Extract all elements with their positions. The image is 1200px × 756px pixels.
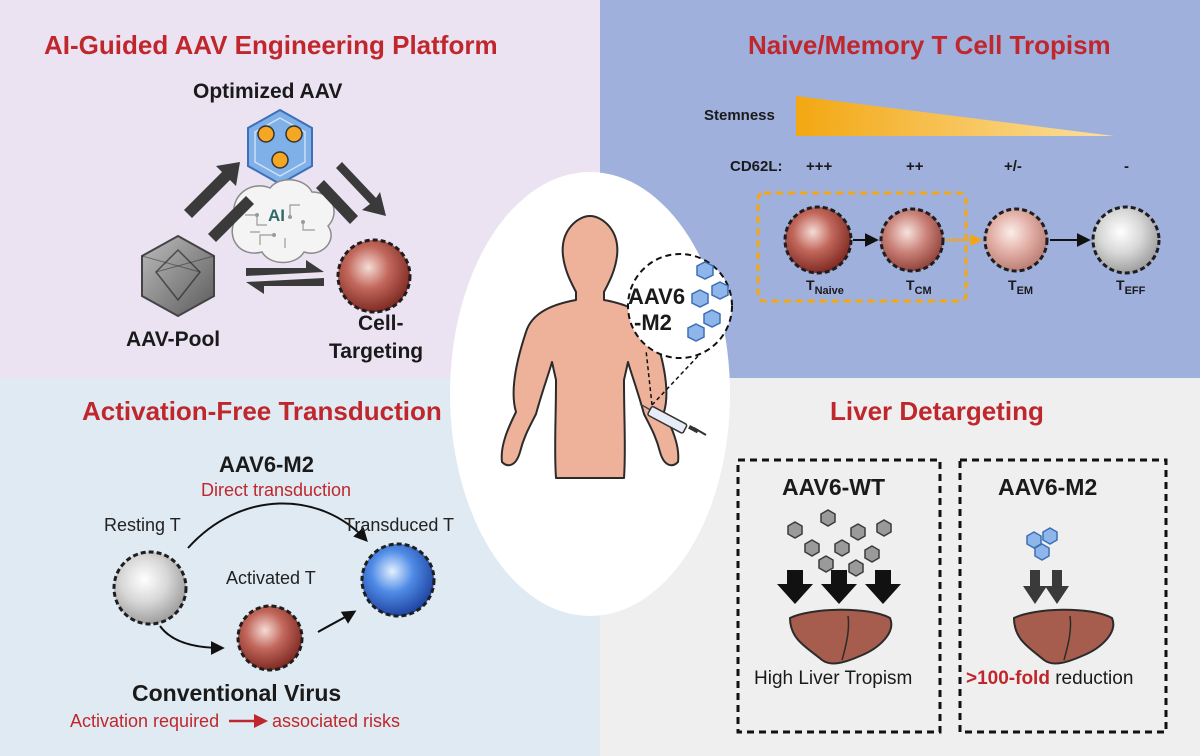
ai-brain-icon	[231, 179, 335, 264]
optimized-to-targeting-arrows	[316, 162, 386, 224]
cell-targeting-label-1: Cell-	[358, 312, 404, 335]
optimized-aav-icon	[247, 108, 313, 186]
activated-t-label: Activated T	[226, 568, 316, 588]
cell-label-main: T	[906, 277, 915, 293]
stemness-label: Stemness	[704, 107, 775, 124]
central-memory-highlight-box	[756, 191, 968, 303]
low-dose-arrows-icon	[1023, 570, 1069, 604]
activation-required-label: Activation required	[70, 711, 220, 731]
fold-reduction-emphasis: >100-fold	[966, 668, 1050, 689]
optimized-aav-label: Optimized AAV	[193, 80, 343, 103]
ai-label: AI	[268, 206, 285, 225]
stemness-gradient-bar	[796, 96, 1114, 136]
cell-label-cm: TCM	[906, 277, 932, 297]
wt-dashed-box	[736, 458, 942, 734]
cd62l-level-eff: -	[1124, 158, 1129, 175]
target-cell-icon	[336, 238, 412, 314]
aav-pool-icon	[141, 234, 215, 318]
aav6-m2-particles-icon	[1026, 527, 1058, 561]
resting-t-label: Resting T	[104, 515, 181, 535]
naive-t-cell-icon	[783, 205, 853, 275]
cell-label-main: T	[1116, 277, 1125, 293]
pool-targeting-exchange-arrows	[246, 260, 324, 294]
red-arrow-icon	[229, 714, 268, 728]
direct-transduction-label: Direct transduction	[201, 480, 352, 500]
panel-title-liver-detargeting: Liver Detargeting	[830, 396, 1044, 426]
cd62l-level-naive: +++	[806, 158, 833, 175]
cell-label-em: TEM	[1008, 277, 1033, 297]
central-memory-t-cell-icon	[879, 207, 945, 273]
effector-t-cell-icon	[1091, 205, 1161, 275]
aav6-wt-particles-icon	[787, 509, 892, 577]
fold-reduction-label: >100-fold reduction	[966, 668, 1133, 690]
m2-dashed-box	[958, 458, 1168, 734]
vector-label-line2: -M2	[634, 310, 672, 335]
direct-transduction-arrow	[187, 502, 368, 549]
conventional-virus-label: Conventional Virus	[132, 680, 342, 706]
t-cell-differentiation-series	[783, 205, 1161, 275]
liver-icon-wt	[788, 608, 893, 665]
activation-arrow	[159, 625, 225, 655]
aav-particles-icon	[687, 261, 729, 342]
cell-label-sub: EM	[1016, 284, 1034, 297]
transduced-t-label: Transduced T	[344, 515, 455, 535]
cell-label-sub: Naive	[814, 284, 844, 297]
cell-label-naive: TNaive	[806, 277, 844, 297]
vector-label-line1: AAV6	[628, 284, 686, 309]
aav6-m2-heading: AAV6-M2	[219, 452, 314, 477]
high-dose-arrows-icon	[777, 570, 901, 604]
cd62l-label: CD62L:	[730, 158, 783, 175]
human-body-icon	[500, 215, 680, 479]
cell-label-sub: CM	[914, 284, 932, 297]
associated-risks-label: associated risks	[272, 711, 401, 731]
resting-t-cell-icon	[112, 550, 188, 626]
high-liver-tropism-label: High Liver Tropism	[754, 668, 913, 689]
aav6-m2-bubble	[627, 253, 733, 359]
panel-title-activation-free: Activation-Free Transduction	[82, 396, 442, 426]
aav-pool-label: AAV-Pool	[126, 328, 221, 351]
cell-label-sub: EFF	[1124, 284, 1146, 297]
panel-title-t-cell-tropism: Naive/Memory T Cell Tropism	[748, 30, 1111, 60]
pool-to-optimized-arrows	[184, 162, 254, 242]
activated-t-cell-icon	[236, 604, 304, 672]
aav6-m2-label: AAV6-M2	[998, 474, 1098, 500]
cd62l-level-em: +/-	[1004, 158, 1022, 175]
cell-label-eff: TEFF	[1116, 277, 1145, 297]
fold-reduction-rest: reduction	[1049, 668, 1134, 689]
syringe-icon	[639, 403, 707, 436]
cell-label-main: T	[1008, 277, 1017, 293]
aav6-wt-label: AAV6-WT	[782, 474, 886, 500]
cell-label-main: T	[806, 277, 815, 293]
liver-icon-m2	[1012, 608, 1115, 665]
cd62l-level-cm: ++	[906, 158, 924, 175]
zoom-line-2	[651, 353, 701, 406]
zoom-line-1	[645, 349, 653, 406]
effector-memory-t-cell-icon	[983, 207, 1049, 273]
panel-title-ai-platform: AI-Guided AAV Engineering Platform	[44, 30, 498, 60]
cell-targeting-label-2: Targeting	[329, 340, 424, 363]
transduced-t-cell-icon	[360, 542, 436, 618]
conventional-transduction-arrow	[317, 610, 357, 633]
